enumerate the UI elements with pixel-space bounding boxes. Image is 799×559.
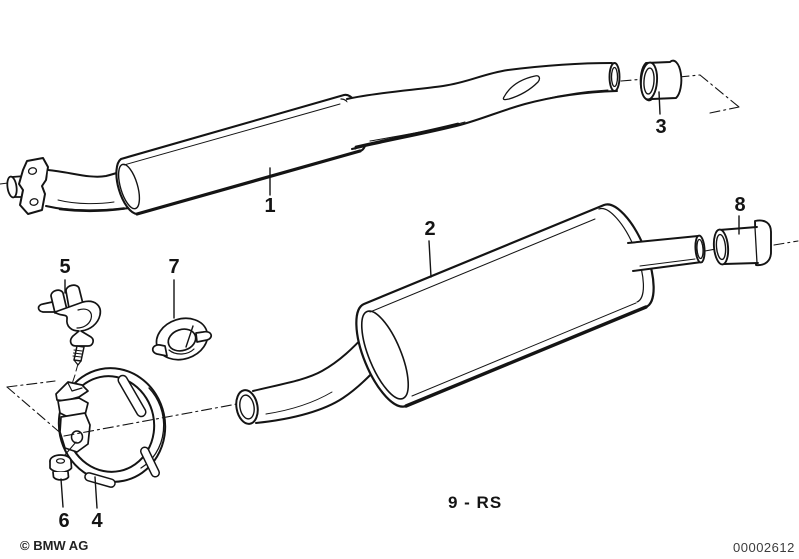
front-pipe [45, 169, 133, 213]
front-flange [0, 157, 49, 215]
part-label-4[interactable]: 4 [91, 510, 103, 532]
part-label-2[interactable]: 2 [424, 218, 436, 240]
part-label-3[interactable]: 3 [655, 116, 667, 138]
leader-lines [60, 91, 740, 509]
tailpipe [627, 234, 706, 272]
copyright-notice: © BMW AG [20, 538, 89, 553]
part-label-5[interactable]: 5 [59, 256, 71, 278]
centerline-clamp-pointer [6, 380, 65, 437]
clamping-sleeve-part3 [639, 59, 683, 102]
intermediate-pipe [346, 62, 621, 150]
front-silencer-part1 [115, 93, 368, 216]
bracket-part5 [37, 284, 102, 385]
bolt-axis-line [63, 441, 77, 457]
image-number: 00002612 [733, 540, 795, 555]
nut-part6 [49, 454, 73, 481]
part-label-1[interactable]: 1 [264, 195, 276, 217]
rubber-mounting-part7 [151, 317, 213, 361]
part-label-7[interactable]: 7 [168, 256, 180, 278]
rear-inlet-pipe [235, 333, 390, 425]
tailpipe-sleeve-part8 [712, 219, 772, 267]
part-label-8[interactable]: 8 [734, 194, 746, 216]
centerline-sleeve8-right [773, 240, 799, 246]
centerline-clamp-to-pipe [63, 403, 238, 437]
variant-caption: 9 - RS [448, 493, 503, 512]
centerline-sleeve3 [620, 74, 740, 114]
clamp-ring-part4 [55, 367, 167, 488]
part-label-6[interactable]: 6 [58, 510, 70, 532]
rear-silencer-part2 [355, 203, 655, 408]
